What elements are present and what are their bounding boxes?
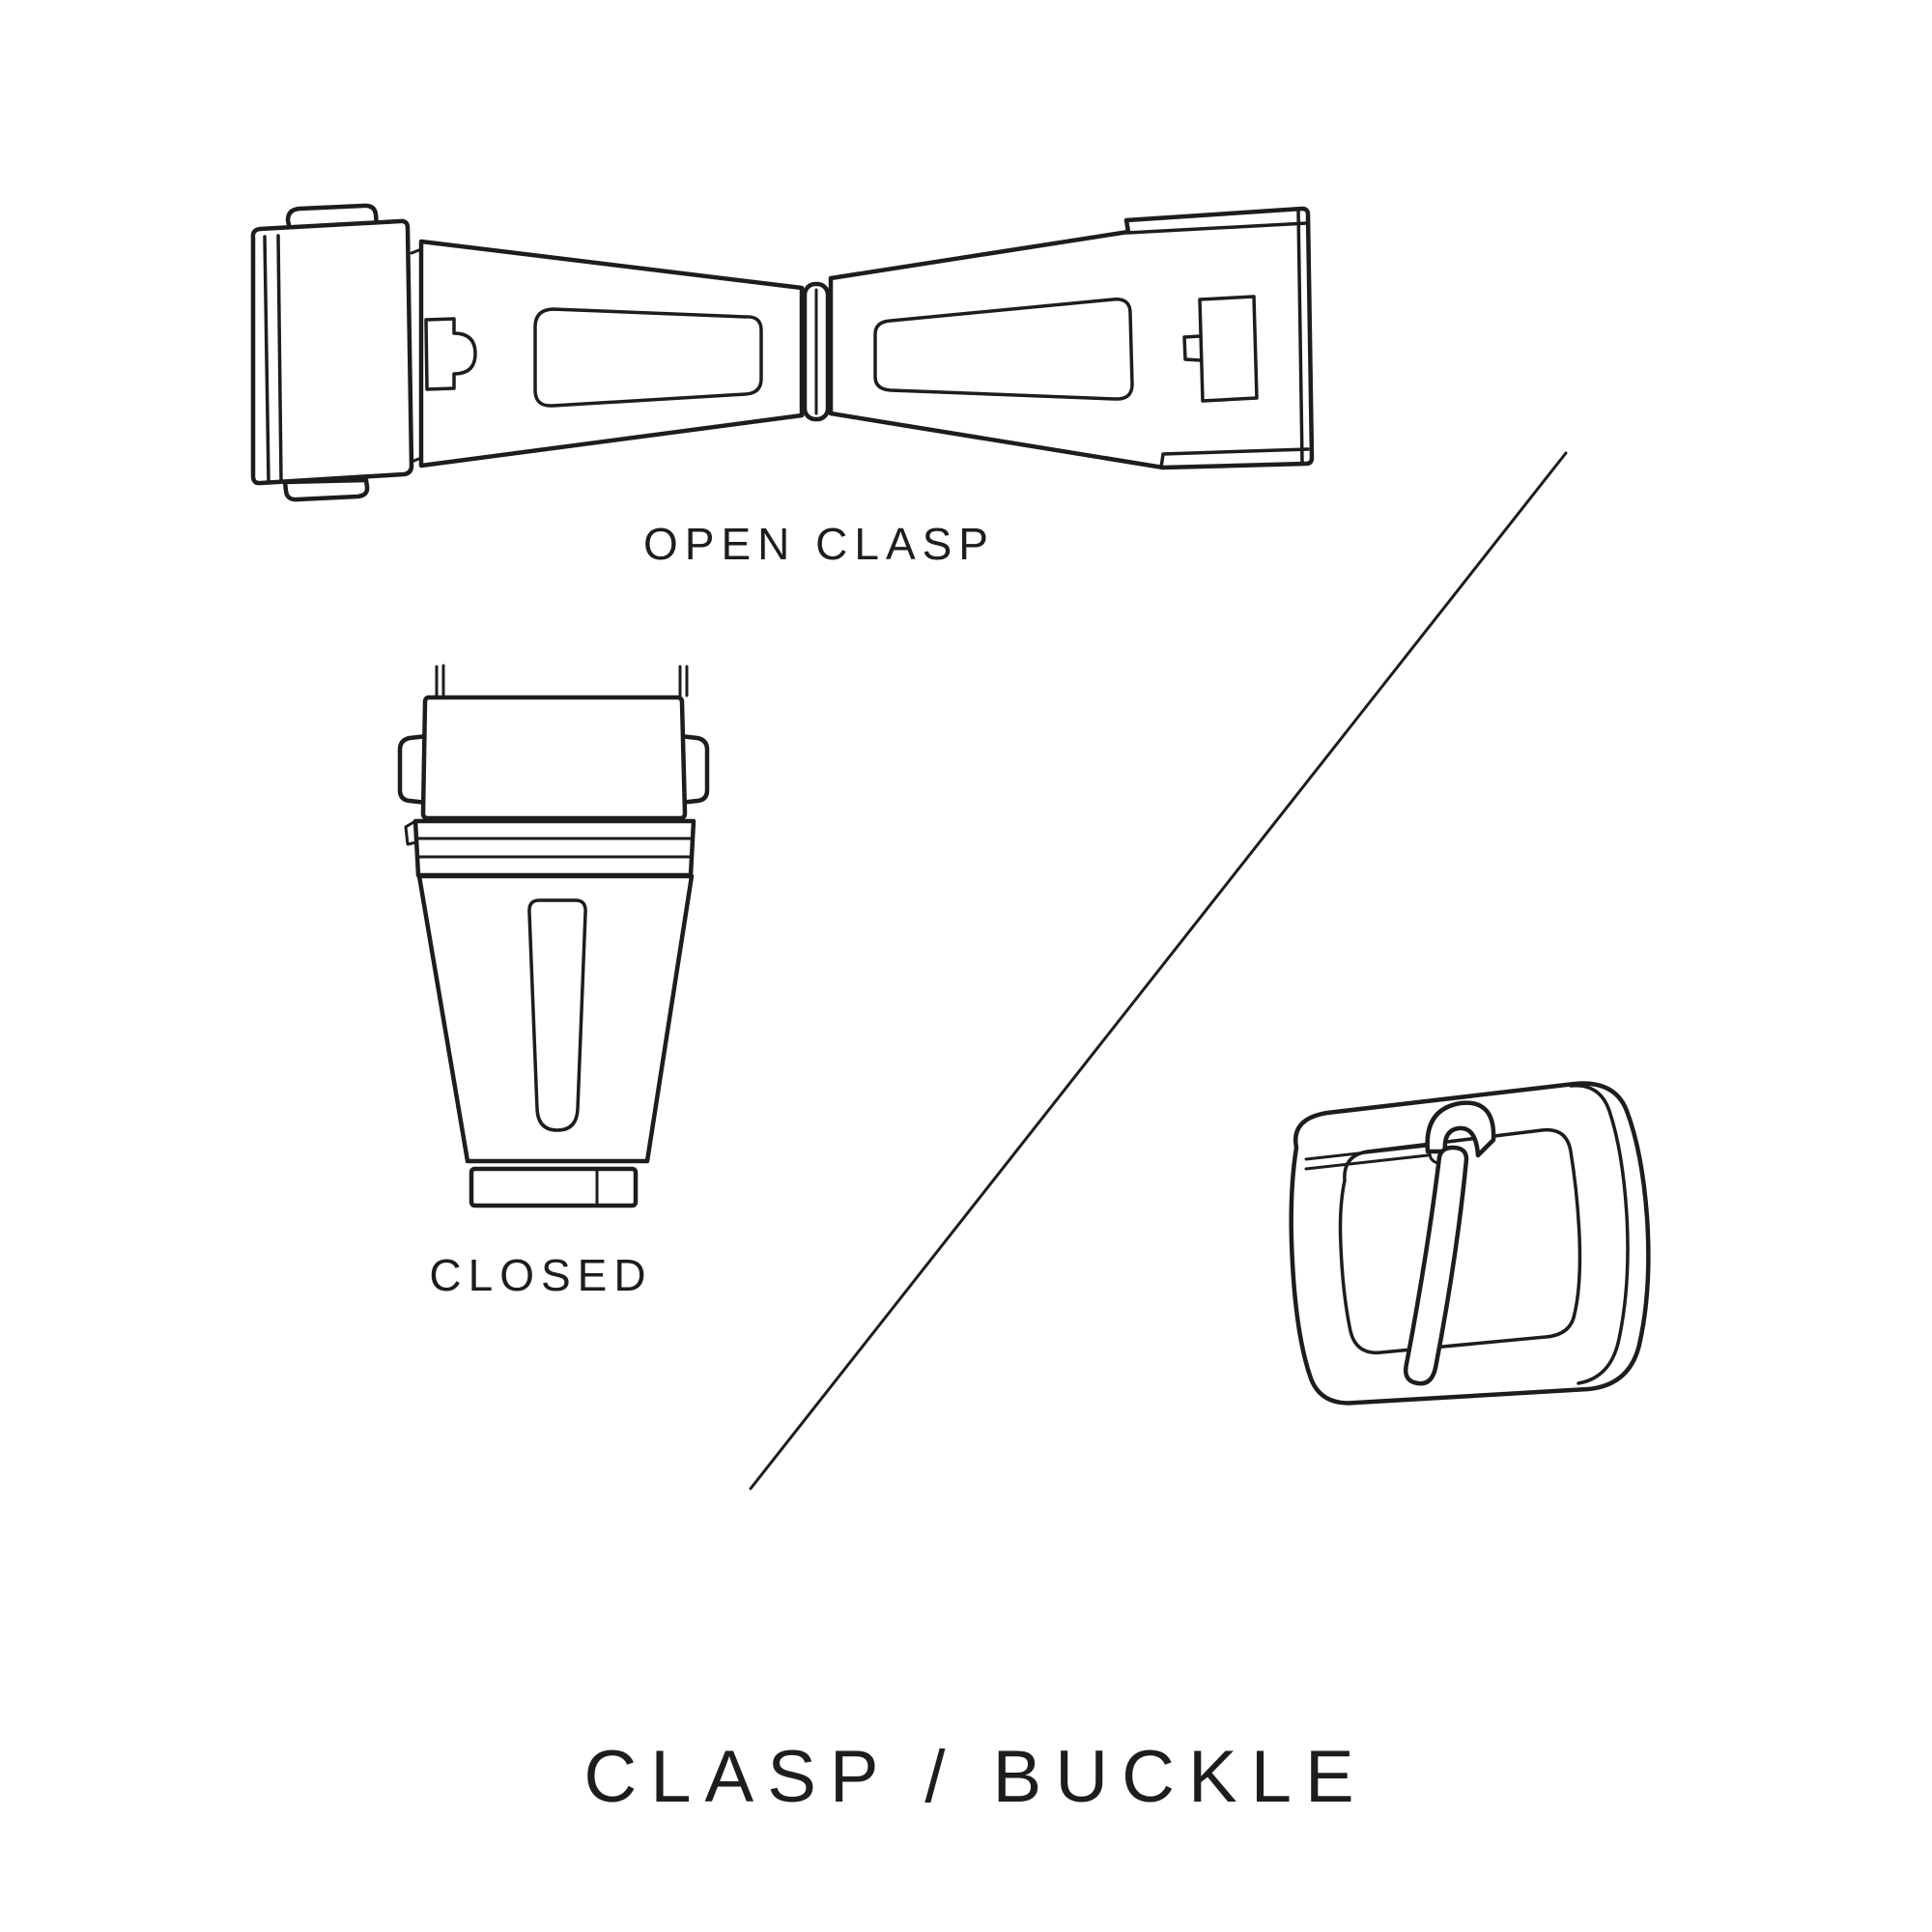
- open-clasp-left-window: [533, 307, 763, 408]
- divider-line: [749, 451, 1568, 1491]
- open-clasp-illustration: [250, 203, 1315, 502]
- closed-clasp-hinge-band: [412, 818, 696, 878]
- closed-clasp-upper-box: [420, 695, 688, 821]
- buckle-tongue-loop: [1425, 1100, 1496, 1158]
- buckle-opening: [1338, 1127, 1582, 1355]
- buckle-illustration: [1289, 1081, 1651, 1406]
- buckle-tongue: [1404, 1145, 1469, 1386]
- open-clasp-notch: [424, 317, 477, 391]
- open-clasp-right-arm: [828, 206, 1315, 470]
- closed-label: CLOSED: [429, 1250, 652, 1300]
- open-clasp-left-endpiece: [250, 218, 414, 486]
- open-clasp-left-bottom-tab: [282, 477, 370, 502]
- open-clasp-label: OPEN CLASP: [643, 519, 995, 569]
- open-clasp-left-arm: [418, 239, 805, 469]
- closed-clasp-right-tab: [677, 733, 710, 806]
- open-clasp-right-window: [873, 298, 1134, 401]
- closed-clasp-slot: [527, 898, 587, 1132]
- buckle-pin-bar: [1304, 1144, 1430, 1171]
- open-clasp-keeper: [1198, 295, 1259, 403]
- closed-clasp-bottom-bar: [469, 1166, 639, 1208]
- buckle-frame: [1289, 1081, 1651, 1406]
- closed-clasp-illustration: [397, 664, 710, 1208]
- buckle-frame-thickness: [1569, 1084, 1630, 1385]
- closed-clasp-body: [416, 873, 695, 1164]
- closed-clasp-prongs: [435, 664, 689, 697]
- closed-clasp-left-tab: [397, 733, 430, 806]
- page-title: CLASP / BUCKLE: [583, 1736, 1367, 1818]
